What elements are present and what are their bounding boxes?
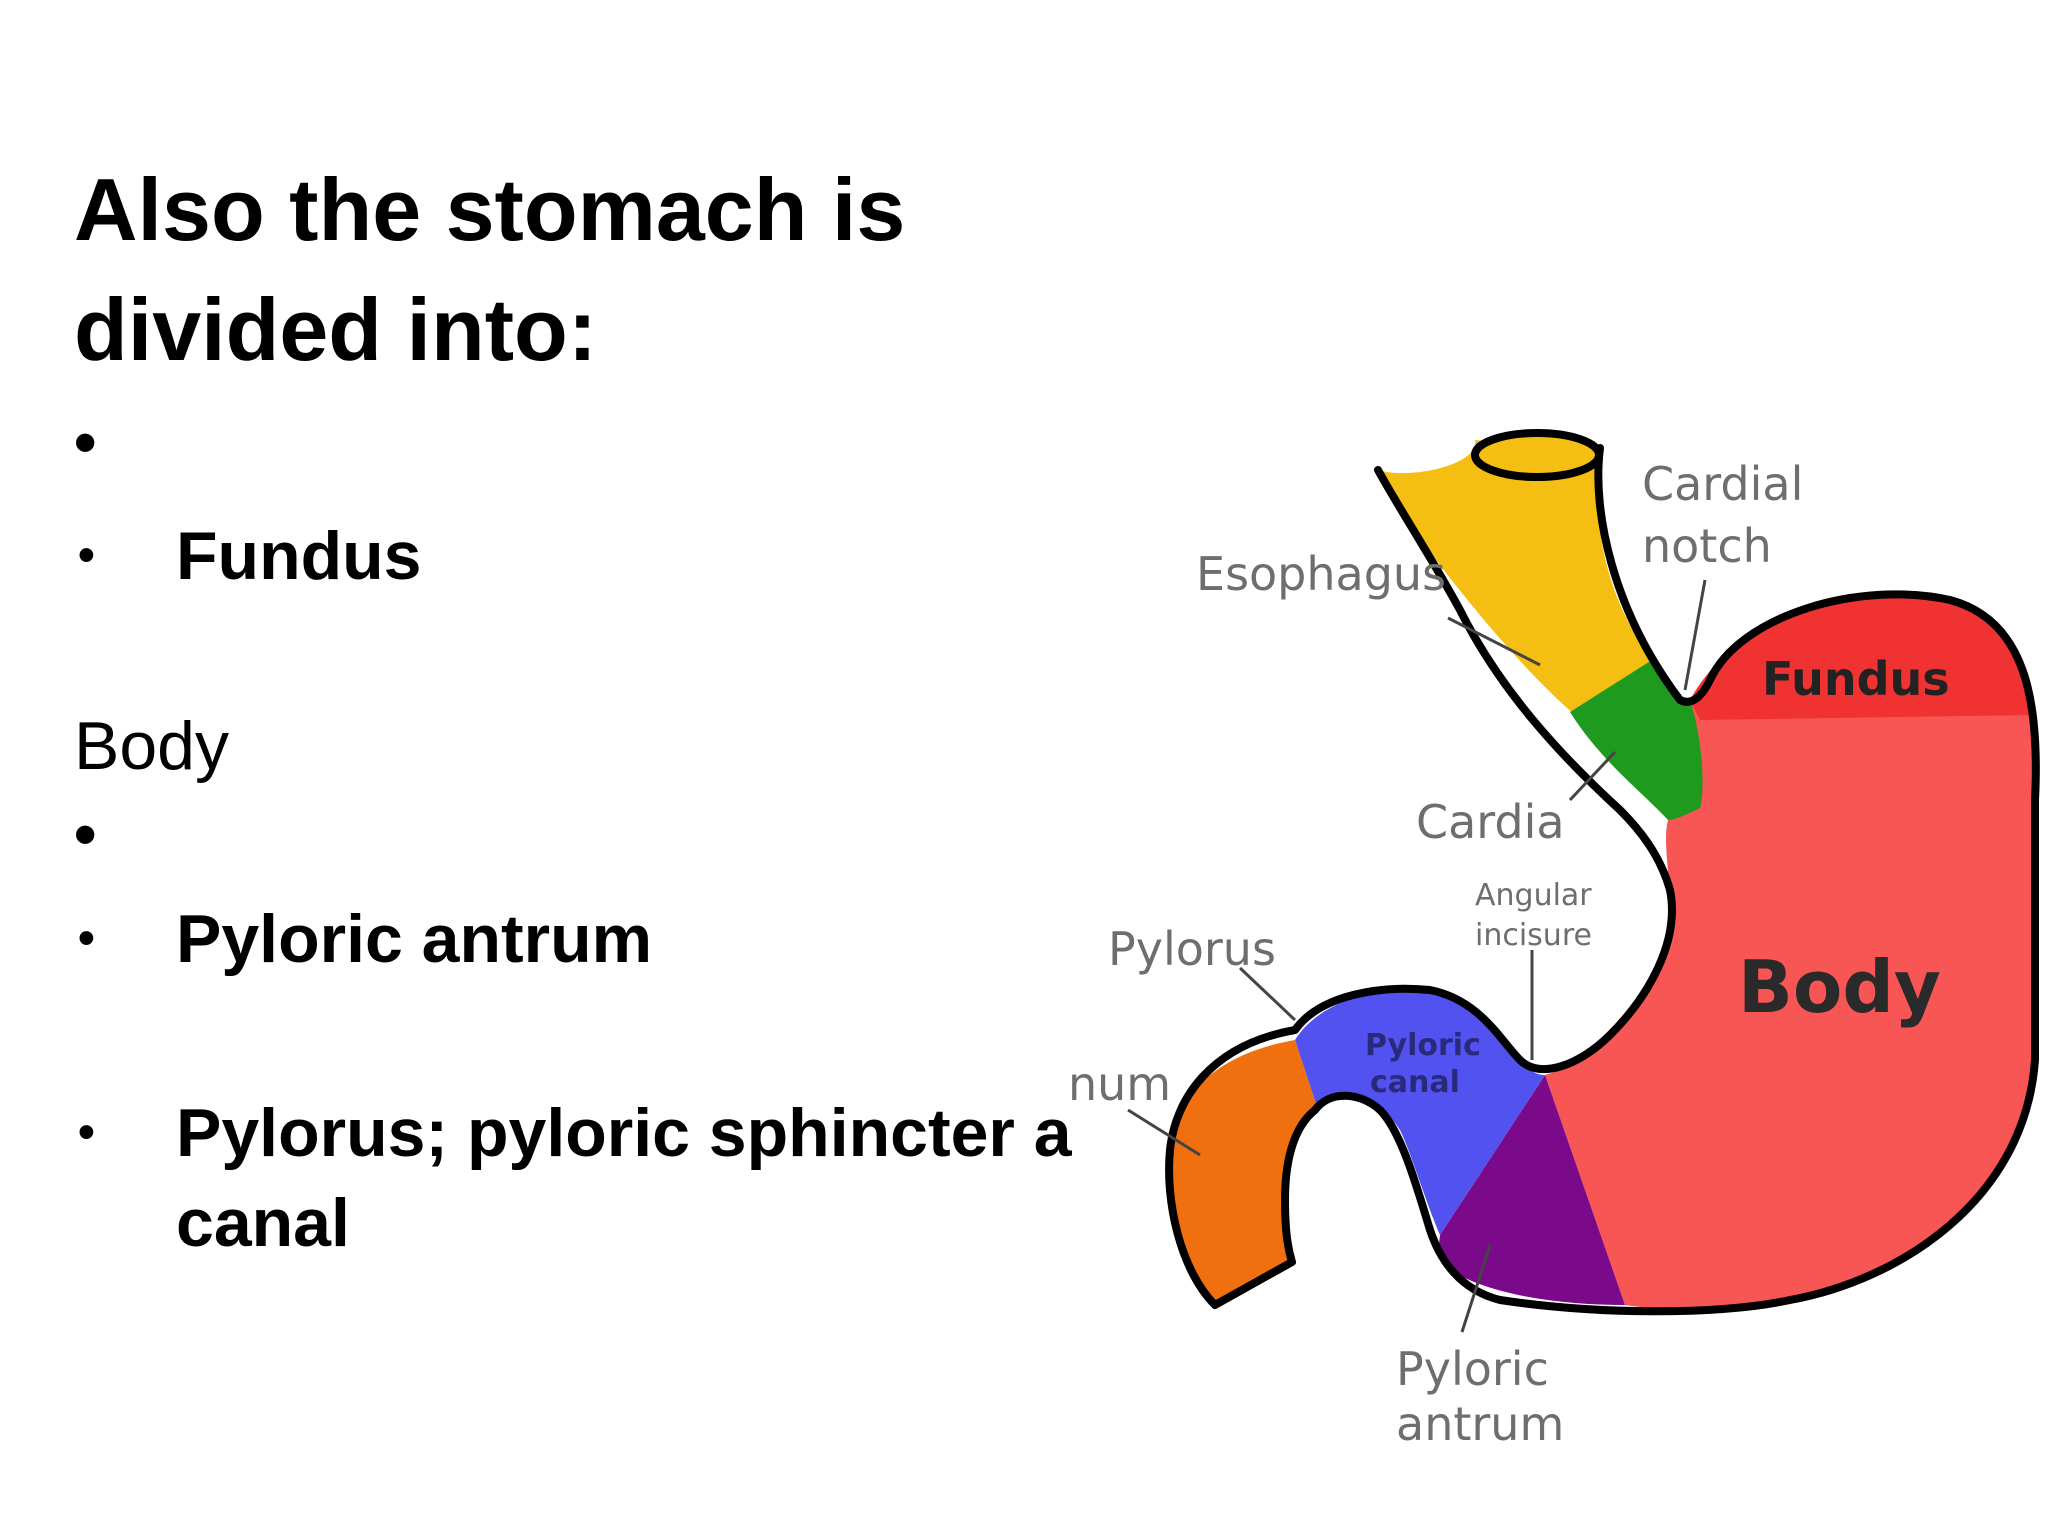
leader-esophagus [1447,616,1541,667]
pyloric-canal-region [1295,989,1545,1235]
esophagus-region [1378,440,1652,715]
bullet-glyph: • [78,912,95,965]
bullet-glyph: • [78,1106,95,1159]
label-fundus: Fundus [1762,652,1950,706]
label-body: Body [1738,945,1941,1029]
label-cardial-notch-1: Cardial [1642,457,1803,511]
label-duodenum-fragment: num [1068,1057,1171,1111]
label-esophagus: Esophagus [1196,547,1446,601]
list-item-text: canal [176,1185,350,1261]
label-pyloric-canal-2: canal [1370,1065,1460,1100]
leader-cardial-notch [1683,579,1707,691]
label-angular-incisure-1: Angular [1475,878,1592,913]
leader-cardia [1568,750,1617,802]
pyloric-antrum-region [1439,1075,1625,1305]
slide-title: Also the stomach is divided into: [74,150,974,390]
list-item-pyloric-antrum: • Pyloric antrum [78,898,1078,980]
list-item-fundus: • Fundus [78,515,1078,597]
plain-text-body: Body [74,708,229,784]
title-line-1: Also the stomach is [74,160,906,259]
empty-bullet-2: • [74,798,97,870]
stomach-body-region [1545,594,2036,1310]
bullet-glyph: • [78,529,95,582]
esophagus-opening [1471,429,1603,481]
stomach-diagram: Esophagus Cardial notch Fundus Cardia An… [1068,429,2040,1451]
list-item-pylorus: • Pylorus; pyloric sphincter a [78,1092,1078,1174]
cardia-region [1570,660,1703,820]
stomach-fundus-region [1690,594,2034,720]
duodenum-region [1169,1040,1318,1305]
stomach-outline [1165,444,2040,1316]
leader-duodenum [1127,1108,1201,1157]
list-item-text: Pylorus; pyloric sphincter a [176,1095,1072,1171]
leader-lines [1127,579,1707,1333]
label-cardia: Cardia [1416,795,1565,849]
leader-pyloric-antrum [1460,1244,1492,1333]
list-item-text: Fundus [176,518,422,594]
label-cardial-notch-2: notch [1642,519,1772,573]
list-item-text: Pyloric antrum [176,901,653,977]
label-pyloric-canal-1: Pyloric [1365,1028,1481,1063]
empty-bullet-1: • [74,406,97,478]
leader-pylorus [1238,966,1297,1022]
label-pyloric-antrum-1: Pyloric [1396,1342,1549,1396]
label-pyloric-antrum-2: antrum [1396,1397,1564,1451]
label-angular-incisure-2: incisure [1475,918,1592,953]
title-line-2: divided into: [74,280,598,379]
list-item-pylorus-continued: canal [78,1182,1078,1264]
label-pylorus: Pylorus [1108,922,1276,976]
